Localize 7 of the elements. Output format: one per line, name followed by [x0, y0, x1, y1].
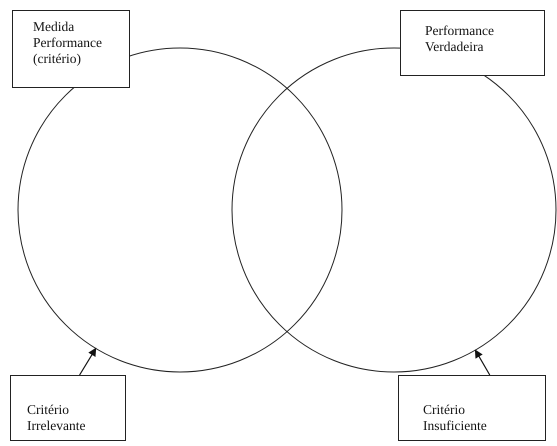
text-box: Performance Verdadeira — [400, 10, 545, 76]
text-box: Critério Irrelevante — [10, 375, 126, 441]
arrow — [474, 349, 490, 376]
arrow — [79, 348, 96, 376]
venn-circle — [18, 48, 342, 372]
text-box: Medida Performance (critério) — [12, 10, 130, 88]
text-box: Critério Insuficiente — [398, 375, 546, 441]
